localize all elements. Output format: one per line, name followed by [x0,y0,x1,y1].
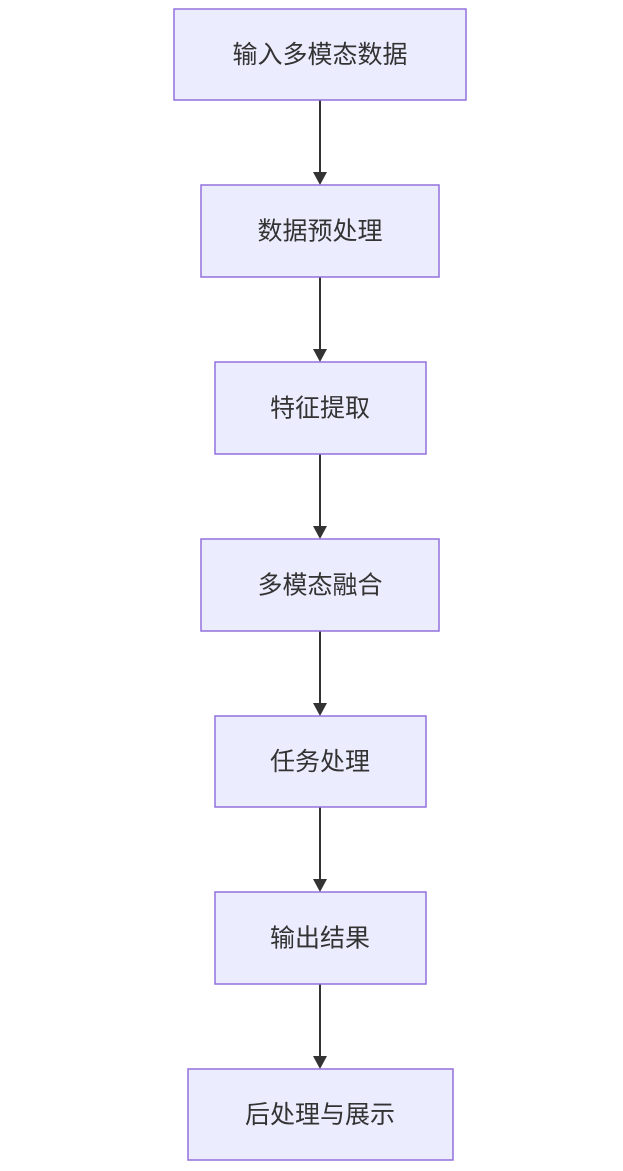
node-postprocess-label: 后处理与展示 [245,1100,395,1129]
node-features-label: 特征提取 [270,394,370,423]
node-task-box [214,715,427,808]
node-task: 任务处理 [214,715,427,808]
node-output: 输出结果 [214,891,427,985]
node-features-box [214,361,427,455]
edge-fusion-task [313,631,327,716]
node-output-label: 输出结果 [270,924,370,953]
edge-preprocess-features [313,277,327,362]
edge-features-fusion [313,454,327,539]
node-preprocess-label: 数据预处理 [257,217,382,246]
node-postprocess-box [187,1068,454,1161]
node-fusion-label: 多模态融合 [257,571,382,600]
node-fusion: 多模态融合 [200,538,440,632]
node-fusion-box [200,538,440,632]
edge-output-postprocess [313,984,327,1069]
node-postprocess: 后处理与展示 [187,1068,454,1161]
node-input-box [173,8,467,101]
node-preprocess-box [200,184,440,278]
node-preprocess: 数据预处理 [200,184,440,278]
node-task-label: 任务处理 [270,747,370,776]
node-output-box [214,891,427,985]
edge-task-output [313,807,327,892]
node-input-label: 输入多模态数据 [232,40,407,69]
node-features: 特征提取 [214,361,427,455]
edge-input-preprocess [313,100,327,185]
node-input: 输入多模态数据 [173,8,467,101]
